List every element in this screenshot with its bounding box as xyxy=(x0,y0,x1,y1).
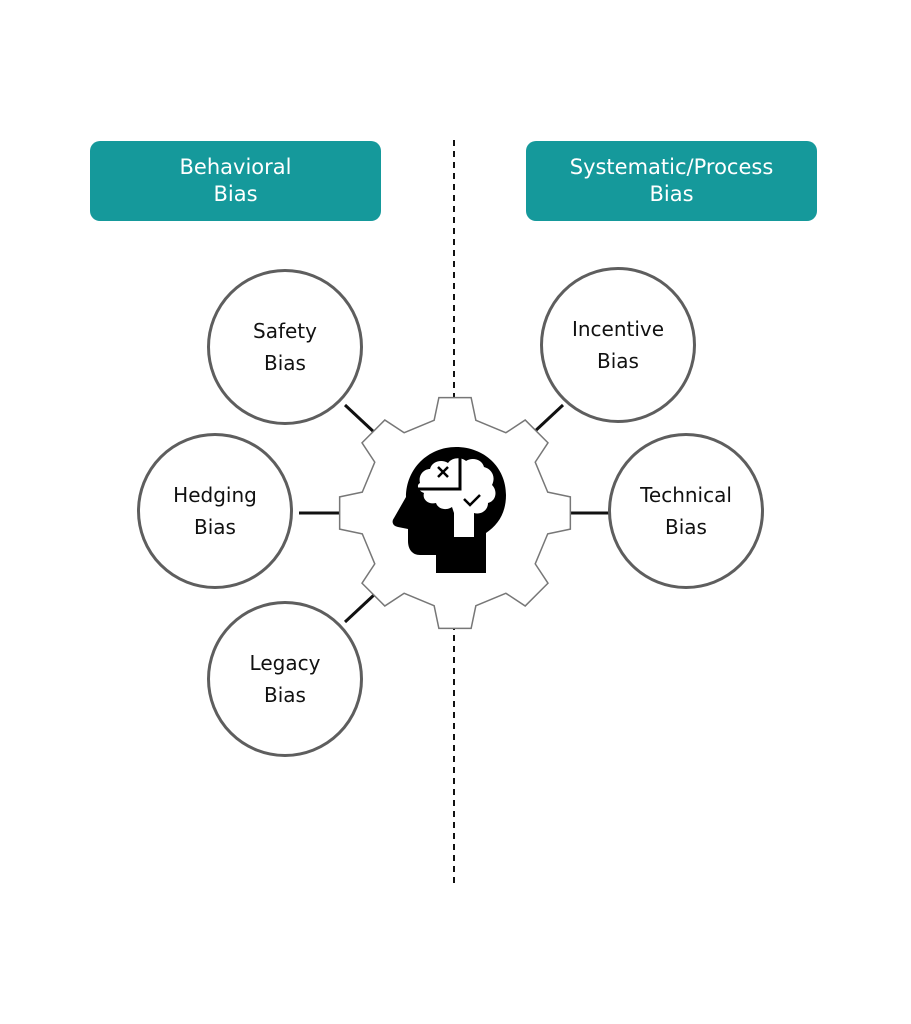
circle-label: Technical Bias xyxy=(640,483,732,539)
header-behavioral-label: Behavioral Bias xyxy=(179,155,292,206)
brain-divider xyxy=(414,457,462,491)
circle-label: Incentive Bias xyxy=(571,317,665,373)
circle-label: Safety Bias xyxy=(253,319,317,375)
brain-shape xyxy=(417,458,496,537)
circle-legacy-bias: Legacy Bias xyxy=(207,601,363,757)
circle-label: Hedging Bias xyxy=(173,483,257,539)
connector-incentive xyxy=(531,403,565,435)
connector-legacy xyxy=(343,592,377,624)
cross-mark-icon xyxy=(437,466,449,478)
circle-safety-bias: Safety Bias xyxy=(207,269,363,425)
header-behavioral-bias: Behavioral Bias xyxy=(90,141,381,221)
circle-label: Legacy Bias xyxy=(249,651,321,707)
head-brain-icon xyxy=(392,447,506,573)
header-process-label: Systematic/Process Bias xyxy=(569,155,774,206)
circle-incentive-bias: Incentive Bias xyxy=(540,267,696,423)
check-mark-icon xyxy=(463,494,481,507)
header-process-bias: Systematic/Process Bias xyxy=(526,141,817,221)
circle-hedging-bias: Hedging Bias xyxy=(137,433,293,589)
connector-safety xyxy=(343,403,377,435)
circle-technical-bias: Technical Bias xyxy=(608,433,764,589)
